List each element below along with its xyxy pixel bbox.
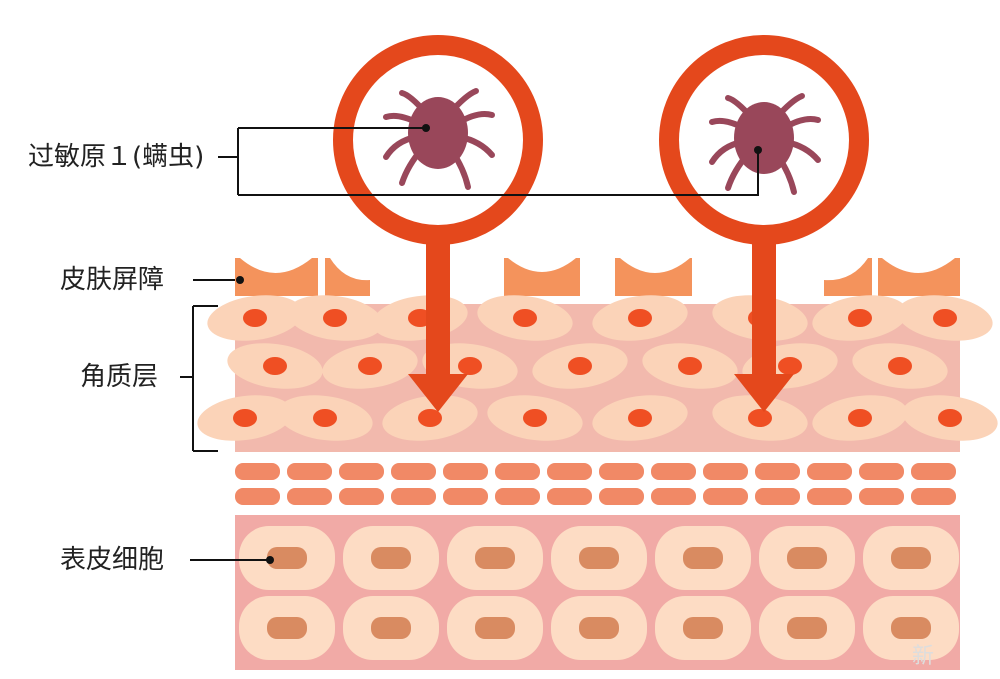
label-allergen: 过敏原１(螨虫) (28, 142, 205, 172)
corneum-cell (477, 295, 573, 341)
band-tile (859, 463, 904, 480)
band-tile (547, 488, 592, 505)
band-tile (859, 488, 904, 505)
corneum-cell (592, 295, 688, 341)
band-tile (287, 463, 332, 480)
leader-lines (180, 124, 762, 564)
corneum-bracket (180, 305, 218, 452)
penetration-arrows (408, 240, 794, 412)
corneum-cell (227, 343, 323, 389)
skin-barrier-tiles (235, 258, 960, 296)
corneum-cell (897, 295, 993, 341)
corneum-cell (812, 395, 908, 441)
band-tile (651, 463, 696, 480)
barrier-tile (235, 258, 318, 296)
epidermal-cell (551, 596, 647, 660)
label-epidermal-cells: 表皮细胞 (60, 545, 165, 575)
epidermal-cell (759, 526, 855, 590)
band-tile (287, 488, 332, 505)
corneum-cell (197, 395, 293, 441)
barrier-tile (878, 258, 960, 296)
band-tile (235, 488, 280, 505)
band-tile (339, 463, 384, 480)
spinous-band (235, 463, 956, 505)
band-tile (599, 488, 644, 505)
corneum-cell (902, 395, 998, 441)
band-tile (599, 463, 644, 480)
epidermal-cell (655, 526, 751, 590)
arrow-left (408, 240, 468, 412)
band-tile (495, 463, 540, 480)
epidermal-cell (343, 526, 439, 590)
barrier-tile (615, 258, 692, 296)
band-tile (651, 488, 696, 505)
band-tile (703, 463, 748, 480)
epidermal-cell (863, 596, 959, 660)
corneum-cell (712, 395, 808, 441)
corneum-cell (287, 295, 383, 341)
corneum-cell (852, 343, 948, 389)
epidermal-cell-grid (239, 526, 959, 660)
corneum-cell (277, 395, 373, 441)
epidermal-cell (343, 596, 439, 660)
corneum-cell (322, 343, 418, 389)
arrow-right (734, 240, 794, 412)
band-tile (703, 488, 748, 505)
band-tile (391, 463, 436, 480)
barrier-tile (325, 258, 370, 296)
corneum-cell (532, 343, 628, 389)
barrier-tile (504, 258, 580, 296)
epidermal-cell (551, 526, 647, 590)
corneum-cell (642, 343, 738, 389)
label-skin-barrier: 皮肤屏障 (60, 265, 165, 295)
corneum-cell (487, 395, 583, 441)
epidermal-cell (447, 596, 543, 660)
corneum-cell (812, 295, 908, 341)
corneum-cells (197, 295, 998, 441)
band-tile (443, 463, 488, 480)
epidermal-cell (863, 526, 959, 590)
band-tile (911, 488, 956, 505)
barrier-tile (824, 258, 872, 296)
band-tile (391, 488, 436, 505)
corneum-cell (207, 295, 303, 341)
band-tile (443, 488, 488, 505)
label-stratum-corneum: 角质层 (80, 362, 159, 392)
allergen-bracket (218, 127, 759, 196)
band-tile (807, 488, 852, 505)
corneum-cell (382, 395, 478, 441)
epidermal-cell (759, 596, 855, 660)
watermark: 新 (912, 644, 935, 669)
band-tile (235, 463, 280, 480)
epidermal-cell (447, 526, 543, 590)
band-tile (495, 488, 540, 505)
band-tile (755, 488, 800, 505)
band-tile (547, 463, 592, 480)
mite-icon (383, 88, 495, 190)
band-tile (911, 463, 956, 480)
epidermal-cell (655, 596, 751, 660)
epidermal-cell (239, 596, 335, 660)
mite-icon (709, 93, 821, 195)
band-tile (339, 488, 384, 505)
corneum-cell (592, 395, 688, 441)
band-tile (755, 463, 800, 480)
epidermal-cell (239, 526, 335, 590)
band-tile (807, 463, 852, 480)
